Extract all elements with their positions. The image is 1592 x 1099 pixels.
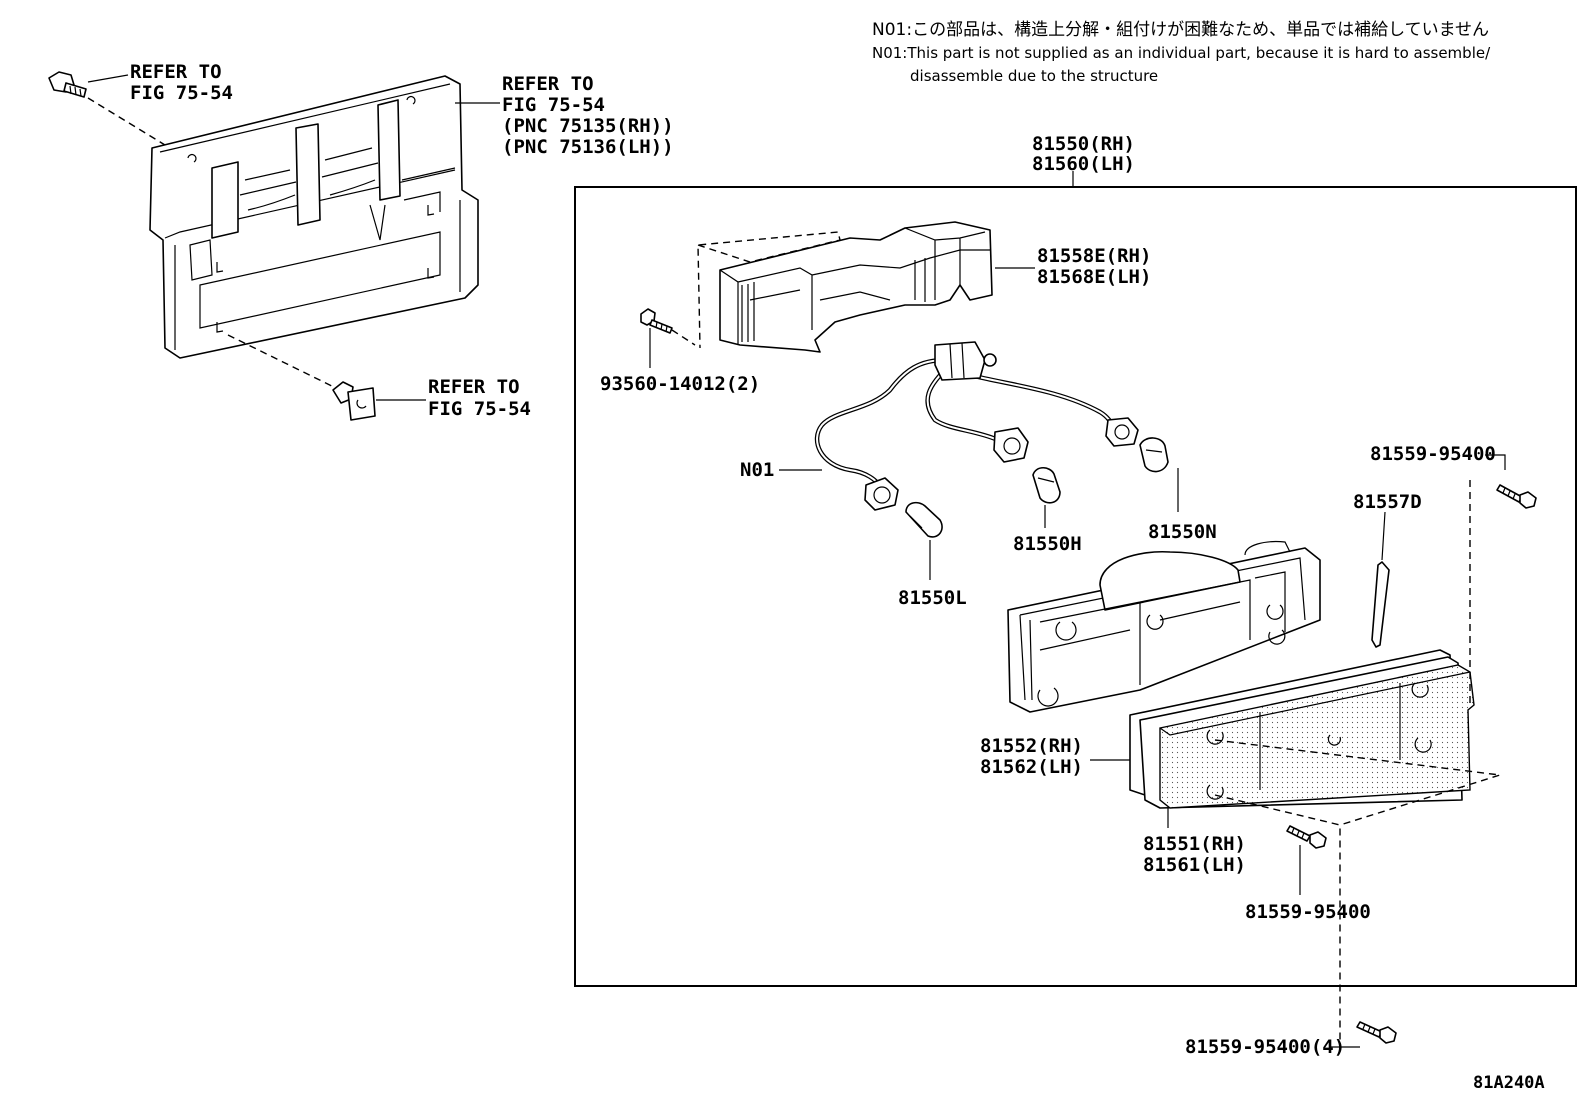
lamp-cover [697,221,993,353]
license-bracket-group: REFER TO FIG 75-54 REFER TO FIG 75-54 (P… [48,61,674,421]
inner-screw-label: 81559-95400 [1245,901,1371,923]
notes: N01:この部品は、構造上分解・組付けが困難なため、単品では補給していません N… [872,20,1491,85]
lens-lh-label: 81562(LH) [980,756,1083,778]
bracket-ref-line3: (PNC 75135(RH)) [502,115,674,137]
cover-rh-label: 81558E(RH) [1037,245,1151,267]
outer-screw-icon [1356,1021,1397,1044]
top-screw-label: 81559-95400 [1370,443,1496,465]
bulb-n-label: 81550N [1148,521,1217,543]
bracket-ref-line4: (PNC 75136(LH)) [502,136,674,158]
top-screw-icon [1496,484,1537,509]
assembly-frame [574,186,1577,987]
figure-code: 81A240A [1473,1073,1545,1093]
lens-rh-label: 81552(RH) [980,735,1083,757]
gasket-label: 81557D [1353,491,1422,513]
outer-screw-label: 81559-95400(4) [1185,1036,1345,1058]
lamp-housing [1007,540,1321,713]
cover-screw-label: 93560-14012(2) [600,373,760,395]
bolt-ref-line1: REFER TO [130,61,222,83]
assy-rh-label: 81550(RH) [1032,133,1135,155]
bulb-h-label: 81550H [1013,533,1082,555]
lamp-lens [1129,649,1475,809]
gasket [1371,561,1390,648]
cover-screw-icon [640,308,673,334]
lamp-assembly-group: 81550(RH) 81560(LH) 81558E(RH) 81568E(LH… [574,133,1577,1040]
license-bracket [149,75,479,359]
clip-ref-line2: FIG 75-54 [428,398,531,420]
note-english-line1: N01:This part is not supplied as an indi… [872,44,1491,62]
bracket-bolt-icon [48,71,87,98]
note-japanese: N01:この部品は、構造上分解・組付けが困難なため、単品では補給していません [872,20,1489,40]
bulb-l-icon [905,501,943,538]
assy-lh-label: 81560(LH) [1032,153,1135,175]
cover-lh-label: 81568E(LH) [1037,266,1151,288]
bulb-n-icon [1139,437,1169,473]
bracket-ref-line2: FIG 75-54 [502,94,605,116]
inner-screw-icon [1286,825,1327,849]
bulb-l-label: 81550L [898,587,967,609]
bolt-ref-line2: FIG 75-54 [130,82,233,104]
bracket-clip-icon [332,381,376,421]
note-english-line2: disassemble due to the structure [910,67,1158,85]
bulb-h-icon [1032,466,1061,504]
body-rh-label: 81551(RH) [1143,833,1246,855]
body-lh-label: 81561(LH) [1143,854,1246,876]
bracket-ref-line1: REFER TO [502,73,594,95]
socket-n01-label: N01 [740,459,774,481]
clip-ref-line1: REFER TO [428,376,520,398]
wiring-harness [814,341,1139,511]
